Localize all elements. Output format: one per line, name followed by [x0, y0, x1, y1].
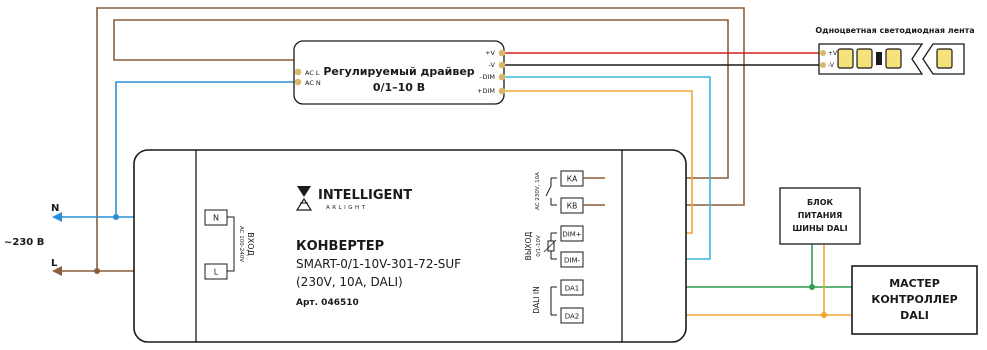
mains-n-label: N — [51, 203, 59, 214]
master-controller-box — [851, 265, 978, 335]
terminal-dimminus — [560, 251, 584, 268]
driver-pin-vminus-label: -V — [489, 61, 496, 69]
driver-pin-acl — [294, 68, 302, 76]
mains-voltage-label: ~230 В — [4, 237, 44, 248]
converter-article: Арт. 046510 — [296, 298, 359, 308]
driver-pin-vminus — [498, 61, 506, 69]
driver-box — [293, 40, 505, 105]
led-resistor — [876, 52, 882, 65]
dimmer-symbol-icon — [543, 232, 557, 260]
led-strip-title: Одноцветная светодиодная лента — [815, 26, 974, 35]
converter-title: КОНВЕРТЕР — [296, 239, 384, 254]
terminal-dimplus-label: DIM+ — [562, 231, 581, 239]
dali-psu-line2: ПИТАНИЯ — [798, 211, 843, 220]
mains-l-label: L — [51, 258, 58, 269]
driver-pin-acn — [294, 78, 302, 86]
driver-pin-dimplus — [498, 87, 506, 95]
driver-pin-dimminus-label: –DIM — [479, 73, 495, 81]
dali-psu-box — [779, 187, 861, 245]
led-chip-4 — [936, 48, 953, 69]
master-line2: КОНТРОЛЛЕР — [871, 293, 957, 306]
driver-pin-acn-label: AC N — [305, 79, 321, 87]
driver-pin-vplus-label: +V — [485, 49, 495, 57]
converter-spec: (230V, 10A, DALI) — [296, 275, 403, 289]
wire-l-kb — [96, 7, 745, 271]
led-pin-vminus — [820, 62, 826, 68]
terminal-dimminus-label: DIM- — [564, 257, 580, 265]
terminal-dimplus — [560, 225, 584, 242]
driver-pin-acl-label: AC L — [305, 69, 320, 77]
terminal-da2 — [560, 307, 584, 324]
master-line3: DALI — [900, 309, 929, 322]
terminal-l-label: L — [214, 268, 219, 277]
led-pin-vminus-label: -V — [828, 62, 835, 69]
driver-pin-dimminus — [498, 73, 506, 81]
dali-psu-line3: ШИНЫ DALI — [792, 224, 847, 233]
brand-name: INTELLIGENT — [318, 188, 412, 203]
output-label: ВЫХОД — [524, 232, 533, 261]
led-chip-1 — [837, 48, 854, 69]
junction-orange — [821, 312, 827, 318]
driver-pin-dimplus-label: +DIM — [477, 87, 495, 95]
dali-label: DALI IN — [532, 286, 541, 313]
terminal-ka-label: КА — [567, 175, 578, 184]
brand-sub: ARLIGHT — [326, 205, 368, 211]
led-chip-3 — [885, 48, 902, 69]
brand-logo-icon — [295, 186, 313, 211]
converter-model: SMART-0/1-10V-301-72-SUF — [296, 257, 461, 271]
dali-bracket-icon — [550, 286, 557, 316]
junction-green — [809, 284, 815, 290]
input-sub-label: AC 100-240V — [238, 226, 244, 262]
master-line1: МАСТЕР — [889, 277, 940, 290]
relay-switch-icon — [545, 177, 557, 206]
converter-box — [133, 149, 687, 343]
led-chip-2 — [856, 48, 873, 69]
output-sub-label: 0/1-10V — [536, 235, 542, 257]
input-bracket — [227, 216, 235, 272]
driver-title-line2: 0/1–10 В — [373, 81, 425, 94]
driver-pin-vplus — [498, 49, 506, 57]
terminal-da2-label: DA2 — [565, 313, 580, 321]
terminal-kb-label: КВ — [567, 202, 577, 211]
junction-l — [94, 268, 100, 274]
arrow-n — [52, 212, 62, 222]
dali-psu-line1: БЛОК — [807, 198, 834, 207]
terminal-n-label: N — [213, 214, 219, 223]
terminal-da1-label: DA1 — [565, 285, 580, 293]
input-label: ВХОД — [246, 232, 255, 256]
led-pin-vplus — [820, 50, 826, 56]
driver-title-line1: Регулируемый драйвер — [323, 65, 474, 78]
led-pin-vplus-label: +V — [828, 50, 838, 57]
wire-n-acn — [115, 81, 308, 217]
junction-n — [113, 214, 119, 220]
terminal-da1 — [560, 279, 584, 296]
arrow-l — [52, 266, 62, 276]
relay-label: AC 230V, 10A — [535, 172, 541, 210]
